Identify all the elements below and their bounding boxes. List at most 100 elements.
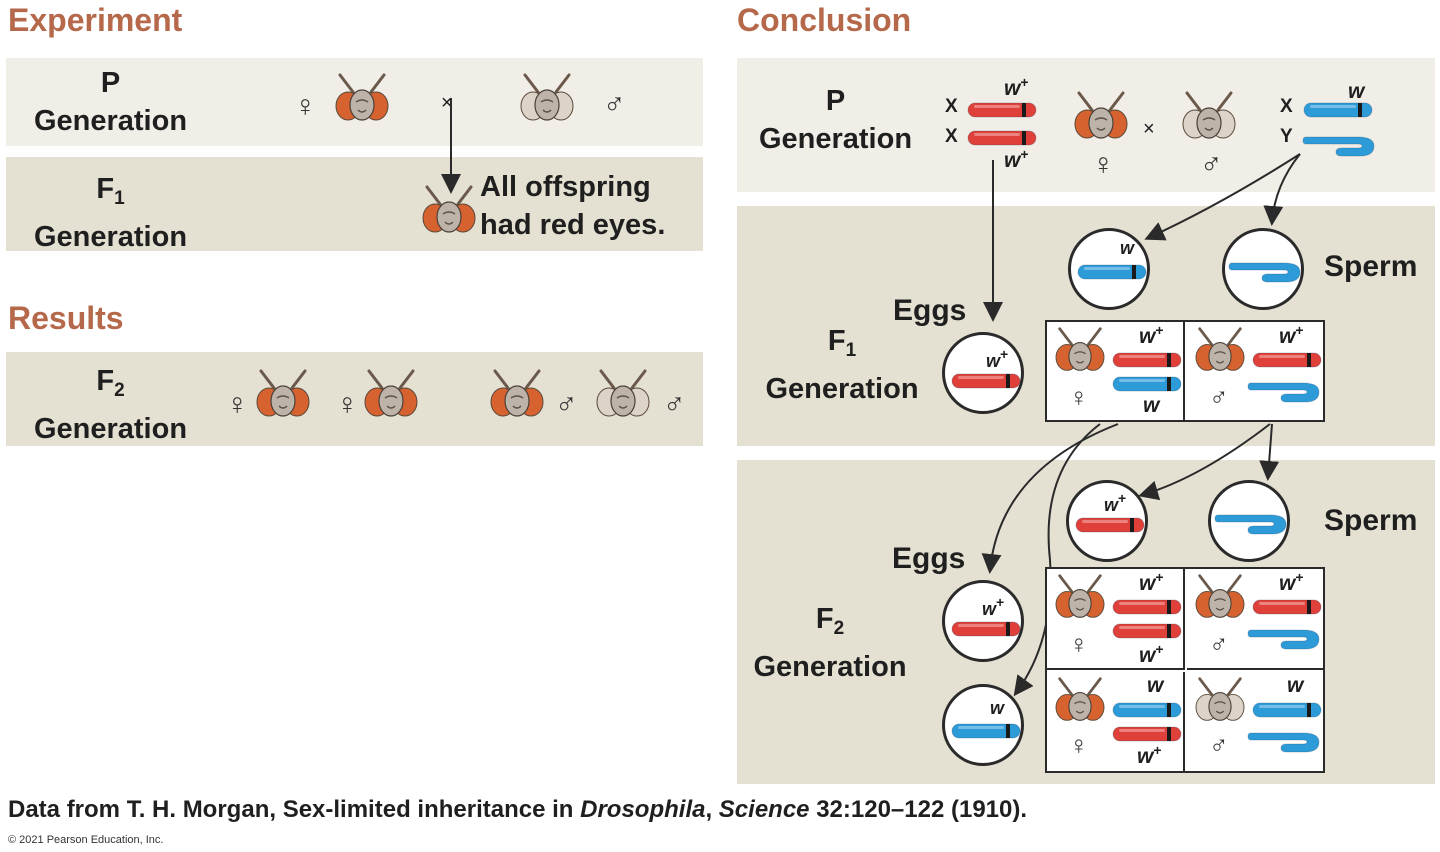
x-chromosome-red	[1112, 623, 1182, 639]
female-symbol: ♀	[1069, 382, 1089, 412]
red-eyed-fly-icon	[256, 369, 310, 417]
allele-w: w	[1004, 77, 1021, 100]
credit-suffix: 32:120–122 (1910).	[809, 796, 1028, 823]
plus: +	[1295, 569, 1304, 585]
generation-label: Generation	[753, 651, 907, 683]
subscript: 1	[114, 188, 125, 209]
conclusion-f1-generation-label: F1 Generation	[752, 322, 932, 408]
f-label: F	[96, 173, 115, 205]
x-chromosome-blue	[1112, 376, 1182, 392]
red-eyed-fly-icon	[1055, 677, 1105, 721]
y-chromosome	[1247, 629, 1320, 650]
allele-w-plus-label: w+	[1279, 569, 1304, 596]
male-symbol: ♂	[603, 88, 626, 121]
x-chromosome-red	[967, 102, 1037, 118]
y-chromosome-label: Y	[1280, 126, 1293, 147]
male-symbol: ♂	[1209, 629, 1229, 659]
results-heading: Results	[8, 300, 124, 336]
x-chromosome-blue	[1112, 702, 1182, 718]
allele-w-plus-label: w+	[1139, 322, 1164, 349]
data-credit: Data from T. H. Morgan, Sex-limited inhe…	[8, 796, 1027, 824]
allele-w-label: w	[1287, 674, 1304, 697]
female-symbol: ♀	[294, 90, 317, 123]
allele-w: w	[982, 599, 997, 619]
plus: +	[1020, 146, 1029, 162]
female-symbol: ♀	[1069, 629, 1089, 659]
x-chromosome-red	[1252, 352, 1322, 368]
male-symbol: ♂	[1200, 148, 1223, 181]
x-chromosome-red	[967, 130, 1037, 146]
copyright: © 2021 Pearson Education, Inc.	[8, 834, 164, 846]
punnett-cell-male: ♂ w	[1187, 672, 1323, 771]
eggs-label: Eggs	[892, 542, 966, 575]
sperm-label: Sperm	[1324, 504, 1418, 537]
white-eyed-fly-icon	[596, 369, 650, 417]
allele-w-plus-label: w+	[1279, 322, 1304, 349]
female-symbol: ♀	[1092, 148, 1115, 181]
results-f2-band	[6, 352, 703, 446]
cross-symbol: ×	[441, 92, 453, 114]
x-chromosome-label: X	[945, 126, 958, 147]
f-label: F	[827, 325, 846, 357]
red-eyed-fly-icon	[490, 369, 544, 417]
red-eyed-fly-icon	[1195, 574, 1245, 618]
f1-punnett-square: ♀ w+ w ♂ w+	[1045, 320, 1325, 422]
experiment-heading: Experiment	[8, 2, 183, 38]
experiment-p-generation-label: P Generation	[18, 64, 203, 140]
experiment-f1-generation-label: F1 Generation	[18, 170, 203, 256]
credit-middle: ,	[705, 796, 719, 823]
allele-w-label: w	[1120, 238, 1135, 258]
credit-italic-genus: Drosophila	[580, 796, 706, 823]
x-chromosome-blue	[1303, 102, 1373, 118]
subscript: 2	[114, 380, 125, 401]
punnett-cell-female: ♀ w w+	[1047, 672, 1185, 771]
x-chromosome-blue	[1077, 264, 1147, 280]
x-chromosome-red	[1112, 599, 1182, 615]
plus: +	[1118, 490, 1127, 506]
x-chromosome-red	[951, 621, 1021, 637]
credit-italic-journal: Science	[718, 796, 810, 823]
y-chromosome	[1302, 136, 1375, 157]
y-chromosome	[1247, 732, 1320, 753]
subscript: 2	[833, 618, 845, 639]
x-chromosome-blue	[951, 723, 1021, 739]
female-symbol: ♀	[1069, 730, 1089, 760]
generation-label: Generation	[33, 221, 188, 253]
generation-label: Generation	[33, 413, 188, 445]
punnett-cell-male: ♂ w+	[1187, 569, 1323, 670]
plus: +	[1295, 322, 1304, 338]
male-symbol: ♂	[1209, 730, 1229, 760]
subscript: 1	[845, 340, 857, 361]
sperm-label: Sperm	[1324, 250, 1418, 283]
results-f2-generation-label: F2 Generation	[18, 362, 203, 448]
red-eyed-fly-icon	[1074, 91, 1128, 139]
allele-w-label: w	[1143, 394, 1160, 417]
male-symbol: ♂	[663, 388, 686, 421]
x-chromosome-red	[1252, 599, 1322, 615]
red-eyed-fly-icon	[1055, 574, 1105, 618]
f-label: F	[815, 603, 834, 635]
experiment-f1-band	[6, 157, 703, 251]
allele-w-label: w	[1348, 80, 1365, 103]
generation-label: Generation	[758, 123, 913, 155]
allele-w: w	[1279, 572, 1296, 595]
cross-symbol: ×	[1143, 118, 1155, 140]
x-chromosome-red	[951, 373, 1021, 389]
female-symbol: ♀	[336, 388, 359, 421]
punnett-cell-female: ♀ w+ w	[1047, 322, 1185, 420]
female-symbol: ♀	[226, 388, 249, 421]
white-eyed-fly-icon	[520, 73, 574, 121]
generation-label: Generation	[765, 373, 919, 405]
f2-punnett-square: ♀ w+ w+ ♂ w+ ♀ w w+ ♂ w	[1045, 567, 1325, 773]
x-chromosome-blue	[1252, 702, 1322, 718]
allele-w: w	[1139, 325, 1156, 348]
plus: +	[1155, 322, 1164, 338]
white-eyed-fly-icon	[1182, 91, 1236, 139]
allele-w-plus-label: w+	[1004, 146, 1029, 173]
red-eyed-fly-icon	[335, 73, 389, 121]
red-eyed-fly-icon	[1055, 327, 1105, 371]
x-chromosome-label: X	[945, 96, 958, 117]
allele-w: w	[1137, 745, 1154, 768]
plus: +	[1153, 742, 1162, 758]
